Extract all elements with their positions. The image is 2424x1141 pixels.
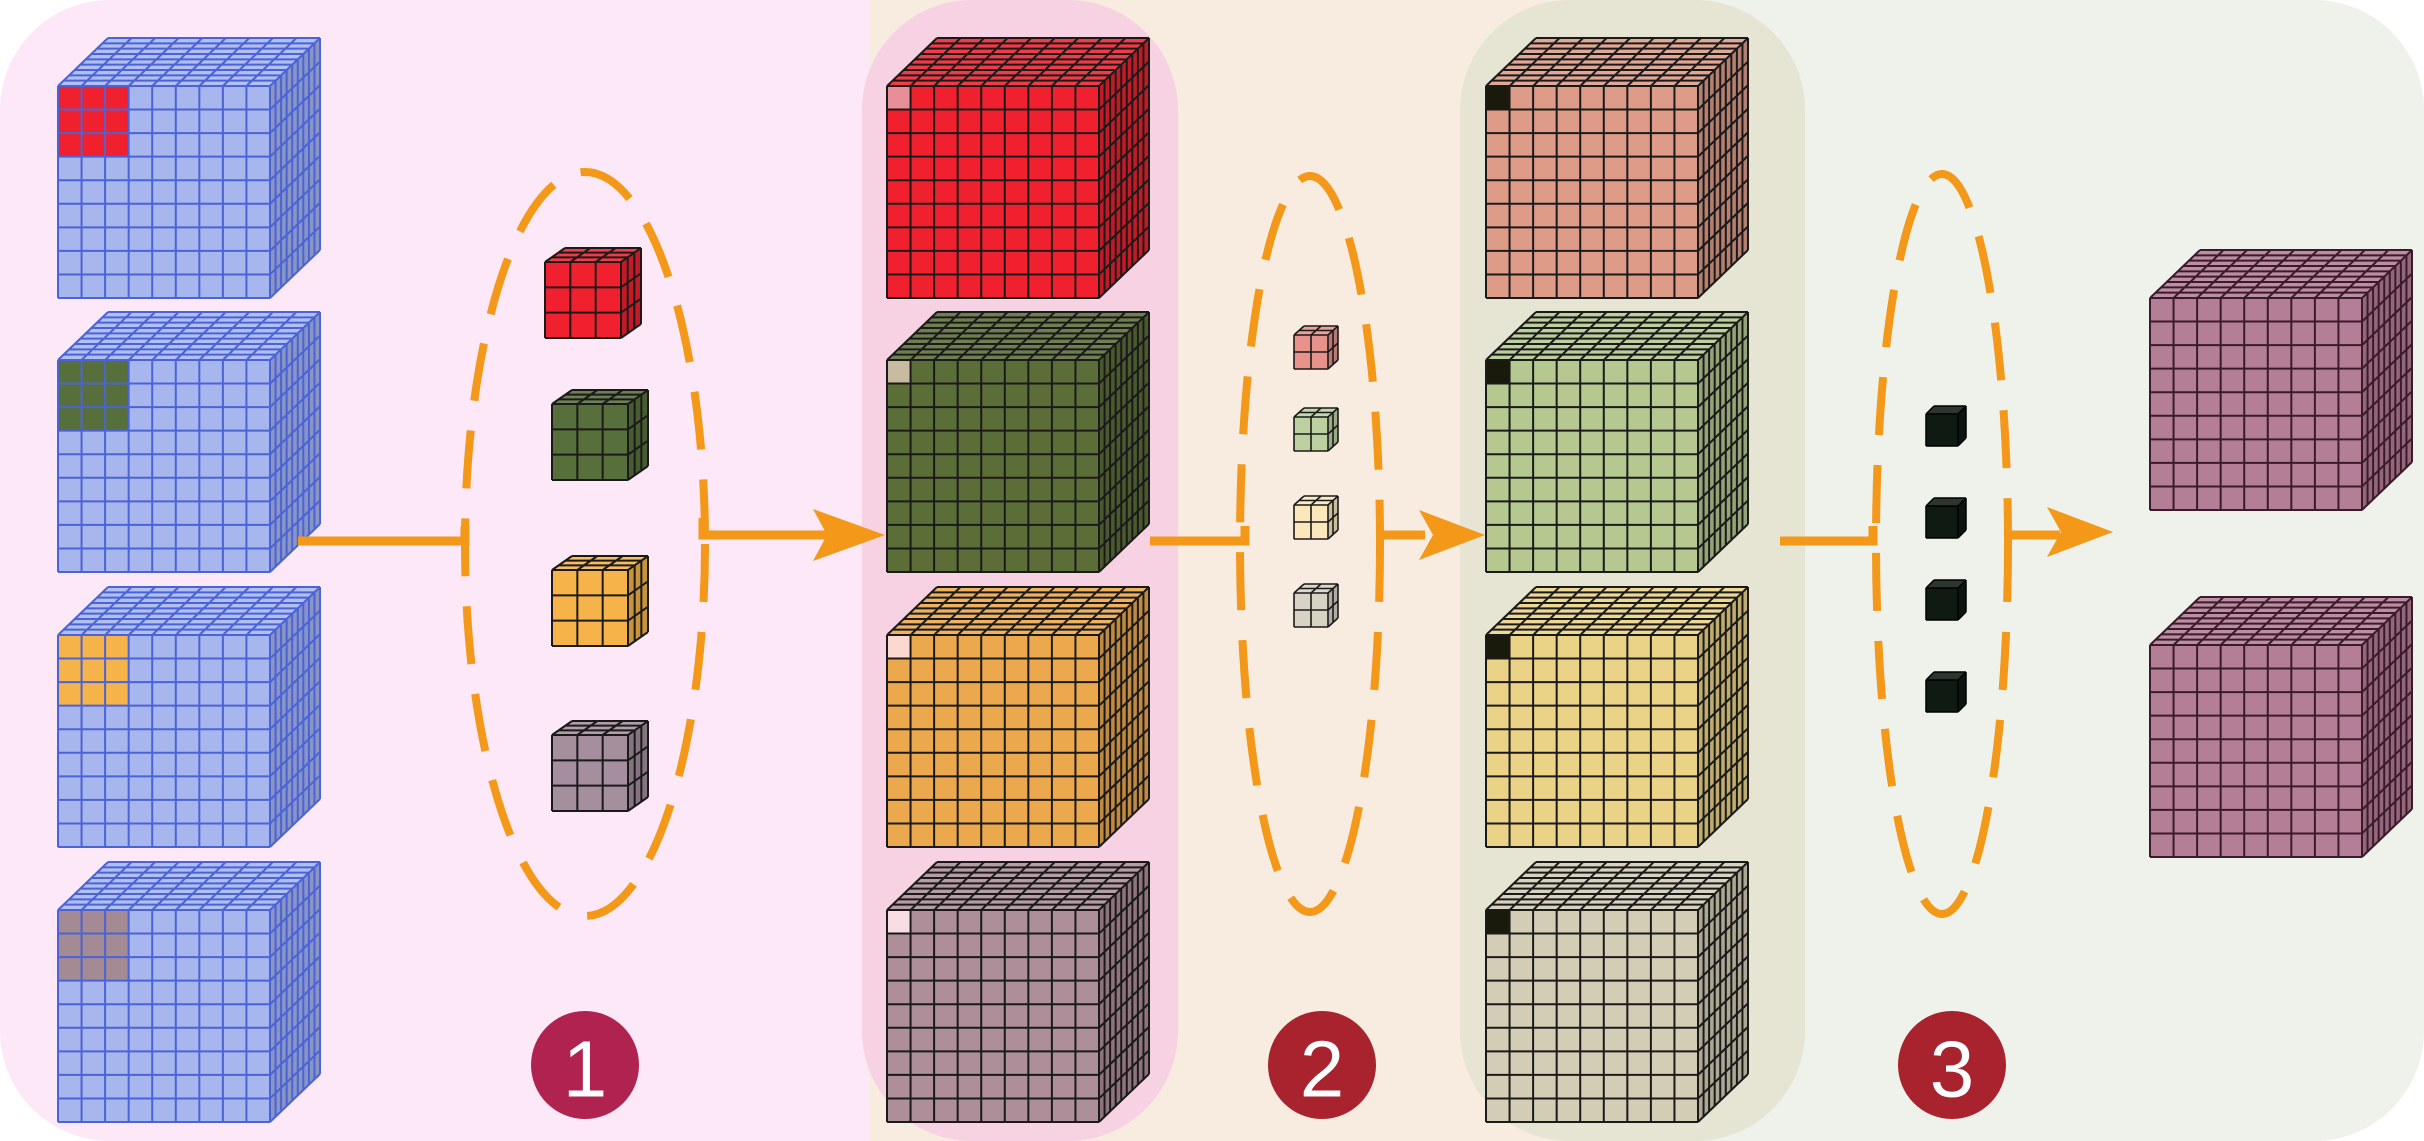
input-cube-red (57, 37, 321, 299)
output-cube-2 (2149, 596, 2413, 858)
black-kernel-4 (1925, 671, 1967, 713)
mixed-cube-salmon (1485, 37, 1749, 299)
connector-features-to-step-2 (1150, 526, 1250, 546)
dashed-ellipse-step-3 (1872, 170, 2012, 918)
step-badge-2: 2 (1268, 1011, 1376, 1119)
arrow-head-step-3 (2047, 507, 2113, 557)
black-kernel-2 (1925, 497, 1967, 539)
cube-layer (57, 37, 2413, 1123)
mixed-cube-gray (1485, 861, 1749, 1123)
pointwise-kernel-green (1293, 407, 1339, 452)
kernel-green (551, 389, 649, 481)
input-cube-orange (57, 586, 321, 848)
arrow-head-step-1 (813, 509, 885, 561)
step-badge-2-label: 2 (1300, 1025, 1345, 1114)
black-kernel-3 (1925, 579, 1967, 621)
black-kernel-1 (1925, 405, 1967, 447)
connector-input-to-step-1 (298, 526, 470, 546)
output-cube-1 (2149, 249, 2413, 511)
step-badge-3-label: 3 (1930, 1025, 1975, 1114)
step-badge-1: 1 (531, 1011, 639, 1119)
pointwise-kernel-salmon (1293, 325, 1339, 370)
kernel-mauve (551, 720, 649, 812)
feature-cube-green (886, 311, 1150, 573)
mixed-cube-yellow (1485, 586, 1749, 848)
input-cube-green (57, 311, 321, 573)
mixed-cube-green (1485, 311, 1749, 573)
flow-layer (298, 168, 2113, 920)
arrow-head-step-2 (1419, 510, 1485, 560)
dashed-ellipse-step-2 (1236, 172, 1384, 916)
connector-step-1-to-features (698, 518, 830, 540)
pointwise-kernel-gray (1293, 583, 1339, 628)
step-badge-1-label: 1 (563, 1025, 608, 1114)
connector-mixed-to-step-3 (1780, 526, 1878, 546)
kernel-orange (551, 555, 649, 647)
feature-cube-orange (886, 586, 1150, 848)
feature-cube-red (886, 37, 1150, 299)
step-badge-3: 3 (1898, 1011, 2006, 1119)
input-cube-mauve (57, 861, 321, 1123)
feature-cube-mauve (886, 861, 1150, 1123)
kernel-red (544, 247, 642, 339)
pointwise-kernel-cream (1293, 495, 1339, 540)
